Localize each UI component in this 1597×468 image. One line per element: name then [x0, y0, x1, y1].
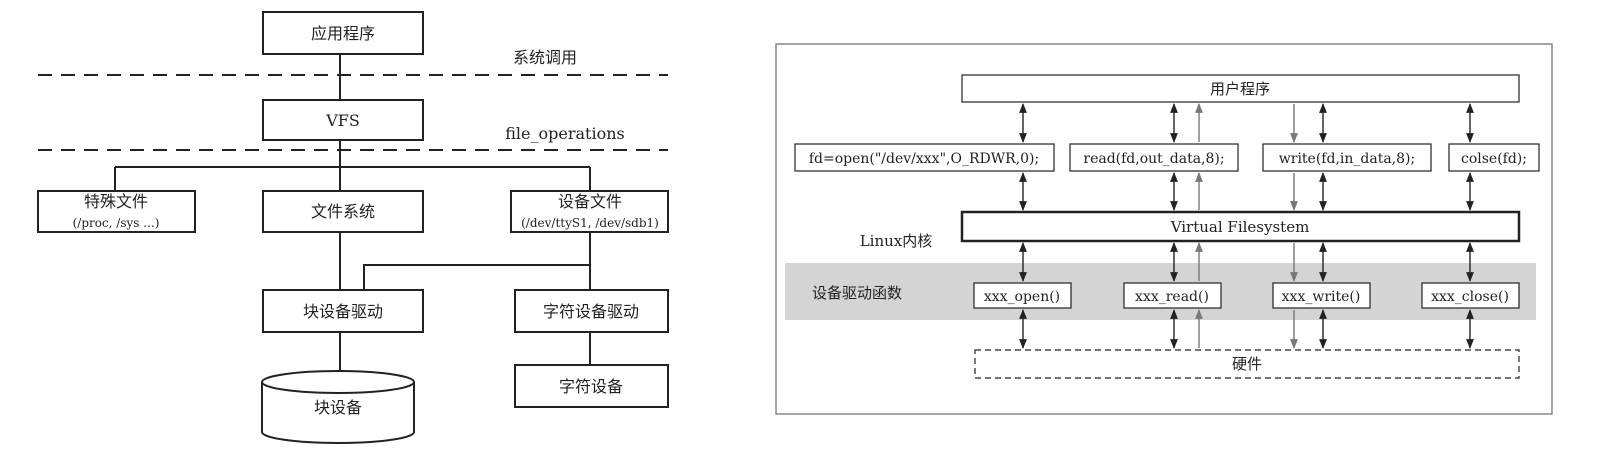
call-write-label: write(fd,in_data,8); — [1279, 151, 1415, 167]
driver-open-label: xxx_open() — [984, 289, 1060, 305]
vfs-box-right — [960, 210, 1521, 243]
char-device-label: 字符设备 — [559, 377, 623, 396]
block-device-cylinder — [261, 370, 415, 444]
fileops-label: file_operations — [505, 124, 624, 143]
driver-read-box — [1123, 282, 1222, 309]
block-driver-label: 块设备驱动 — [303, 302, 383, 321]
driver-read-label: xxx_read() — [1135, 289, 1209, 305]
vfs-label: VFS — [325, 111, 360, 130]
special-file-sublabel: (/proc, /sys ...) — [73, 216, 160, 230]
block-driver-box — [262, 289, 424, 333]
call-open-box — [794, 143, 1055, 172]
right-diagram: 用户程序 fd=open("/dev/xxx",O_RDWR,0); read(… — [775, 43, 1553, 415]
char-driver-label: 字符设备驱动 — [543, 302, 639, 321]
filesystem-label: 文件系统 — [311, 202, 375, 221]
call-read-label: read(fd,out_data,8); — [1083, 151, 1224, 167]
special-file-box — [37, 190, 196, 233]
arrows — [1019, 103, 1474, 349]
device-file-label: 设备文件 — [558, 192, 622, 211]
driver-label: 设备驱动函数 — [812, 284, 902, 302]
driver-close-box — [1421, 282, 1520, 309]
driver-write-box — [1272, 282, 1371, 309]
left-diagram — [37, 11, 669, 444]
user-program-box — [961, 74, 1520, 103]
vfs-box — [262, 99, 424, 141]
call-write-box — [1262, 143, 1432, 172]
call-read-box — [1069, 143, 1239, 172]
call-open-label: fd=open("/dev/xxx",O_RDWR,0); — [809, 151, 1039, 167]
user-program-label: 用户程序 — [1210, 80, 1270, 98]
call-close-box — [1448, 143, 1540, 172]
left-diagram-labels: 应用程序 系统调用 VFS file_operations 特殊文件 (/pro… — [73, 24, 659, 417]
vfs-label-right: Virtual Filesystem — [1170, 218, 1310, 236]
block-device-label: 块设备 — [314, 398, 362, 417]
kernel-label: Linux内核 — [860, 232, 933, 250]
special-file-label: 特殊文件 — [84, 192, 148, 211]
hardware-box — [974, 349, 1520, 379]
driver-write-label: xxx_write() — [1282, 289, 1361, 305]
syscall-label: 系统调用 — [513, 48, 577, 67]
char-device-box — [514, 364, 669, 408]
app-label: 应用程序 — [311, 24, 375, 43]
driver-close-label: xxx_close() — [1431, 289, 1509, 305]
device-file-sublabel: (/dev/ttyS1, /dev/sdb1) — [521, 216, 659, 230]
char-driver-box — [514, 289, 669, 333]
app-box — [262, 11, 424, 55]
filesystem-box — [262, 190, 424, 233]
driver-open-box — [973, 282, 1072, 309]
call-close-label: colse(fd); — [1461, 151, 1527, 167]
device-file-box — [510, 190, 669, 233]
device-block-line — [363, 264, 590, 290]
hardware-label: 硬件 — [1232, 355, 1262, 373]
